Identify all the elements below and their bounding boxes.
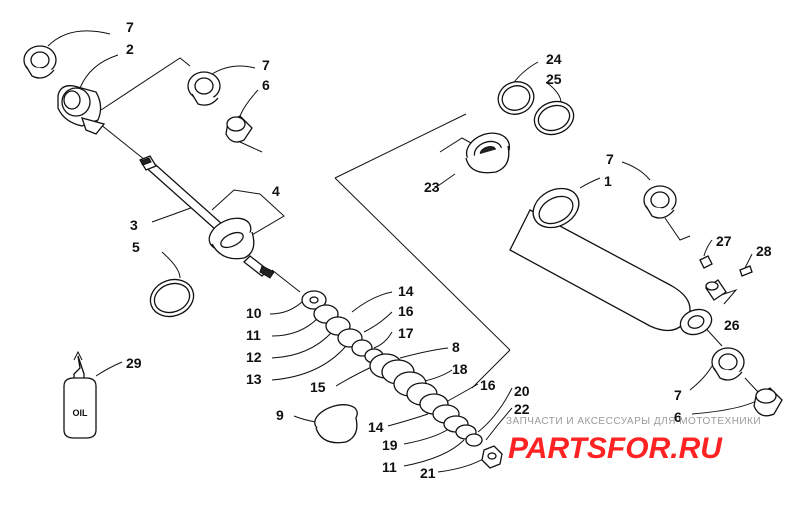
callout-26: 26 <box>724 317 740 333</box>
callout-15: 15 <box>310 379 326 395</box>
piston-band <box>314 404 358 444</box>
callout-20: 20 <box>514 383 530 399</box>
callout-23: 23 <box>424 179 440 195</box>
o-ring-5 <box>149 278 195 318</box>
callout-27: 27 <box>716 233 732 249</box>
callout-9: 9 <box>276 407 284 423</box>
oil-label: OIL <box>73 408 89 418</box>
shaft-eye <box>57 85 106 135</box>
callout-1: 1 <box>604 173 612 189</box>
lock-nut <box>481 445 503 469</box>
piston-shaft <box>139 155 223 231</box>
watermark: ЗАПЧАСТИ И АКСЕССУАРЫ ДЛЯ МОТОТЕХНИКИ PA… <box>506 416 761 465</box>
callout-7-top-left: 7 <box>126 19 134 35</box>
callout-21: 21 <box>420 465 436 481</box>
callout-5: 5 <box>132 239 140 255</box>
callout-28: 28 <box>756 243 772 259</box>
callout-4: 4 <box>272 183 280 199</box>
callout-29: 29 <box>126 355 142 371</box>
bushing-right-lower <box>711 347 745 381</box>
spacer-mid <box>225 115 253 143</box>
bushing-mid <box>187 71 221 106</box>
oil-bottle: OIL <box>63 350 97 439</box>
callout-13: 13 <box>246 371 262 387</box>
callout-12: 12 <box>246 349 262 365</box>
callout-11-bottom: 11 <box>382 459 397 475</box>
callout-11-top: 11 <box>246 327 261 343</box>
callout-22: 22 <box>514 401 530 417</box>
callout-6-bottom-right: 6 <box>674 409 682 425</box>
callout-14-bottom: 14 <box>368 419 384 435</box>
callout-16-bottom: 16 <box>480 377 496 393</box>
callout-16-top: 16 <box>398 303 414 319</box>
bushing-right-upper <box>643 185 677 219</box>
callout-25: 25 <box>546 71 562 87</box>
watermark-tagline: ЗАПЧАСТИ И АКСЕССУАРЫ ДЛЯ МОТОТЕХНИКИ <box>506 416 761 427</box>
callout-7-bottom-right: 7 <box>674 387 682 403</box>
callout-19: 19 <box>382 437 398 453</box>
callout-10: 10 <box>246 305 262 321</box>
leader-lines <box>47 30 759 473</box>
callout-3: 3 <box>130 217 138 233</box>
callout-7-right: 7 <box>606 151 614 167</box>
piston-assembly <box>208 217 275 279</box>
callout-6-mid: 6 <box>262 77 270 93</box>
seal-head <box>465 132 511 174</box>
callout-2: 2 <box>126 41 134 57</box>
callout-labels: 7 2 7 6 4 3 5 1 24 25 23 7 27 28 26 14 1… <box>126 19 772 481</box>
callout-14-top: 14 <box>398 283 414 299</box>
callout-18: 18 <box>452 361 468 377</box>
o-rings-24-25 <box>497 81 575 136</box>
callout-24: 24 <box>546 51 562 67</box>
valve-assembly <box>699 255 753 301</box>
callout-17: 17 <box>398 325 414 341</box>
callout-7-mid: 7 <box>262 57 270 73</box>
shim-stack <box>301 290 483 447</box>
callout-8: 8 <box>452 339 460 355</box>
watermark-logo: PARTSFOR.RU <box>508 432 723 465</box>
shock-body <box>509 187 713 336</box>
bushing-top-left <box>23 45 57 79</box>
spacer-right-lower <box>753 387 783 417</box>
